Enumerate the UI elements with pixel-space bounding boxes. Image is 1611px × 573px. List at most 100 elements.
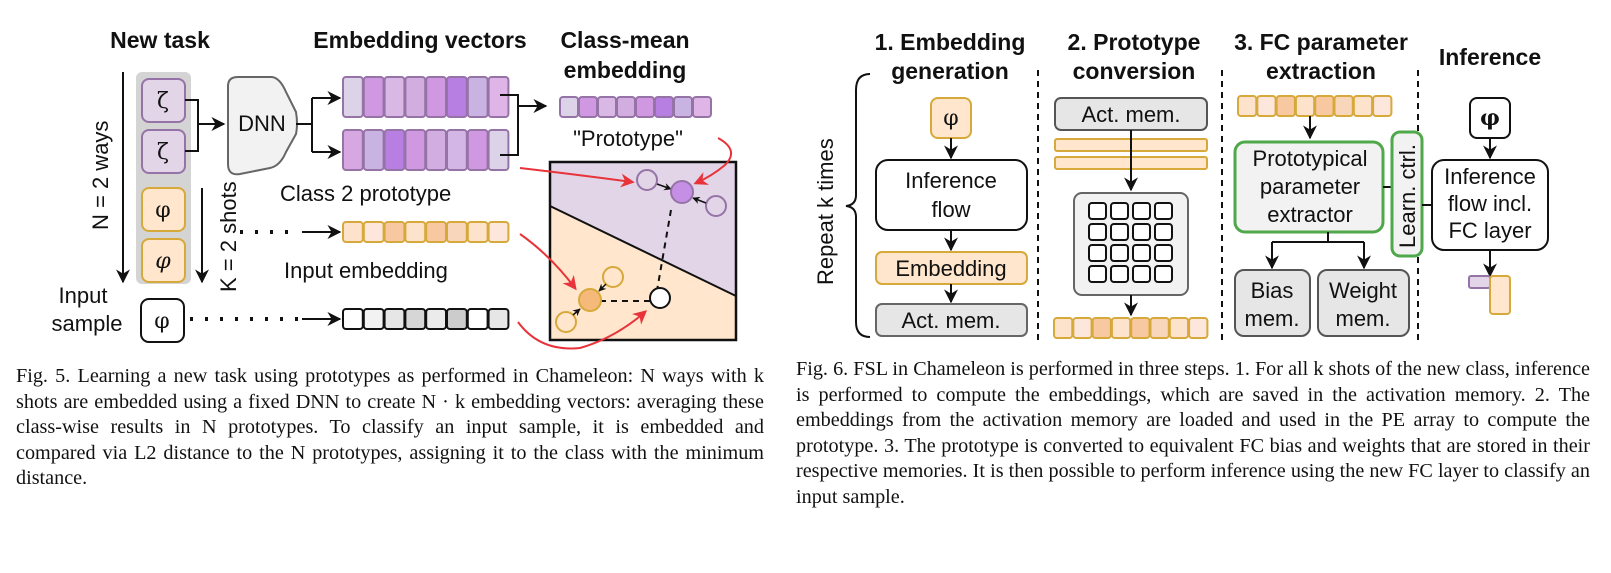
bias-mem-label-2: mem.	[1245, 306, 1300, 331]
embedding-cell	[425, 129, 448, 171]
act-mem-label-step1: Act. mem.	[901, 308, 1000, 333]
header-step2-1: 2. Prototype	[1068, 29, 1201, 55]
inference-fc-label-2: flow incl.	[1448, 191, 1532, 216]
bracket-to-dnn	[185, 99, 199, 152]
embedding-cell	[487, 129, 510, 171]
prototype-cell	[1352, 95, 1374, 117]
learn-ctrl-box	[1390, 130, 1424, 258]
input-embedding-cell	[487, 308, 510, 330]
prototype-cell	[1237, 95, 1258, 117]
input-embedding-cell	[383, 308, 406, 330]
input-sample-box	[140, 298, 185, 343]
pe-cell	[1132, 244, 1151, 262]
embedding-cell	[466, 129, 489, 171]
input-sample-symbol: φ	[154, 309, 169, 334]
class2-embedding-point-1	[602, 266, 624, 288]
pe-cell	[1110, 202, 1129, 220]
red-arrow-embeddings	[519, 167, 635, 188]
class1-embedding-point-2	[705, 195, 727, 217]
class2-prototype-cell	[383, 221, 406, 243]
embedding-cell	[383, 76, 406, 118]
embedding-cell	[487, 76, 510, 118]
class-mean-cell	[654, 96, 674, 118]
class2-prototype-cell	[425, 221, 448, 243]
input-sample-label-2: sample	[52, 311, 123, 336]
prototype-cell	[1149, 317, 1170, 339]
embedding-cell	[446, 129, 468, 171]
embedding-cell	[425, 76, 448, 118]
input-embedding-cell	[362, 308, 385, 330]
class2-symbol-2: φ	[155, 249, 171, 274]
dnn-block	[227, 76, 298, 176]
pe-cell	[1110, 223, 1129, 241]
figure-5: New task Embedding vectors Class-mean em…	[52, 27, 738, 350]
prototype-cell	[1072, 317, 1093, 339]
class-mean-cell	[578, 96, 598, 118]
class1-embedding-point-1	[636, 169, 658, 191]
pe-cell	[1088, 265, 1107, 283]
embedding-cell	[404, 129, 427, 171]
header-step1-2: generation	[891, 58, 1009, 84]
embedding-vector-1	[342, 76, 510, 118]
inference-fc-label-1: Inference	[1444, 164, 1536, 189]
pe-cell	[1088, 244, 1107, 262]
pe-cell	[1088, 223, 1107, 241]
phi-symbol-step1: φ	[943, 106, 958, 131]
class1-symbol-1: ζ	[157, 89, 169, 114]
prototype-cell	[1110, 317, 1132, 339]
prototype-vector-step3	[1237, 95, 1393, 117]
header-inference: Inference	[1439, 44, 1541, 70]
pe-cell	[1154, 223, 1173, 241]
class2-symbol-1: φ	[155, 198, 170, 223]
header-class-mean-1: Class-mean	[560, 27, 689, 53]
pe-cell	[1132, 223, 1151, 241]
figure-6: 1. Embedding generation 2. Prototype con…	[813, 29, 1549, 340]
header-step1-1: 1. Embedding	[875, 29, 1026, 55]
input-embedding-cell	[404, 308, 427, 330]
bias-mem-box	[1234, 269, 1311, 337]
red-arrow-prototype	[693, 137, 733, 185]
input-point	[649, 287, 671, 309]
prototype-cell	[1168, 317, 1190, 339]
prototype-cell	[1314, 95, 1335, 117]
class2-prototype-vector	[342, 221, 510, 243]
class2-prototype-label: Class 2 prototype	[280, 181, 451, 206]
class1-prototype-point	[670, 180, 694, 204]
pe-cell	[1110, 265, 1129, 283]
n-ways-label: N = 2 ways	[88, 121, 113, 230]
class2-sample-1	[141, 187, 186, 232]
dnn-label: DNN	[238, 111, 286, 136]
repeat-label: Repeat k times	[813, 138, 838, 285]
class-mean-cell	[635, 96, 655, 118]
embedding-cell	[342, 129, 364, 171]
class2-prototype-cell	[487, 221, 510, 243]
input-embedding-cell	[425, 308, 448, 330]
header-step3-2: extraction	[1266, 58, 1376, 84]
class2-embedding-point-2	[555, 311, 577, 333]
figure-5-caption-text: Fig. 5. Learning a new task using protot…	[16, 365, 764, 489]
class-mean-cell	[692, 96, 712, 118]
class2-prototype-cell	[446, 221, 468, 243]
prototype-label: "Prototype"	[573, 126, 683, 151]
input-embedding-cell	[342, 308, 364, 330]
learn-ctrl-label: Learn. ctrl.	[1395, 144, 1420, 248]
repeat-brace	[845, 73, 871, 338]
embedding-cell	[342, 76, 364, 118]
header-class-mean-2: embedding	[564, 57, 687, 83]
weight-mem-label-1: Weight	[1329, 278, 1397, 303]
merge-bracket	[500, 94, 519, 156]
embedding-vector-2	[342, 129, 510, 171]
figure-6-caption: Fig. 6. FSL in Chameleon is performed in…	[796, 357, 1590, 510]
prototype-vector-step2	[1053, 317, 1209, 339]
class2-prototype-point	[578, 288, 602, 312]
pe-cell	[1088, 202, 1107, 220]
extractor-label-3: extractor	[1267, 202, 1353, 227]
class2-prototype-cell	[342, 221, 364, 243]
pe-cell	[1132, 265, 1151, 283]
pe-cell	[1132, 202, 1151, 220]
input-embedding-label: Input embedding	[284, 258, 448, 283]
prototype-cell	[1053, 317, 1074, 339]
class2-sample-2	[141, 238, 186, 283]
red-arrow-input	[517, 310, 648, 350]
decision-boundary	[549, 205, 737, 297]
